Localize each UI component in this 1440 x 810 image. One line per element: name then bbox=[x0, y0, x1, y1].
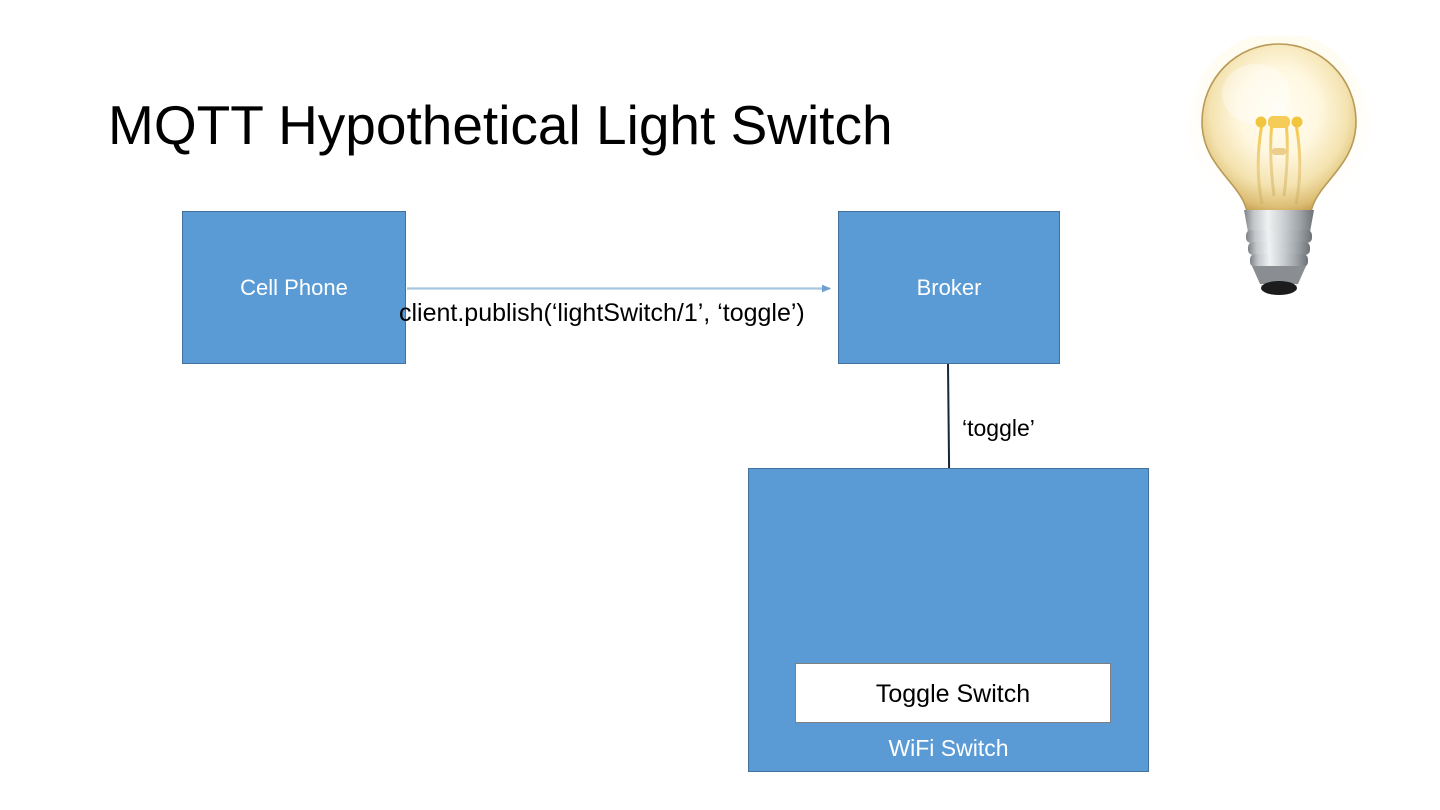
node-broker-label: Broker bbox=[916, 275, 982, 300]
node-broker[interactable]: Broker bbox=[838, 211, 1060, 364]
toggle-switch-control[interactable]: Toggle Switch bbox=[795, 663, 1111, 723]
bulb-filament-tips bbox=[1255, 116, 1303, 155]
bulb-screw-base bbox=[1244, 210, 1314, 295]
node-wifi-switch[interactable]: WiFi Switch bbox=[748, 468, 1149, 772]
edge-label-publish: client.publish(‘lightSwitch/1’, ‘toggle’… bbox=[399, 299, 805, 327]
light-bulb-icon bbox=[1187, 36, 1371, 295]
edge-label-toggle-payload: ‘toggle’ bbox=[962, 415, 1035, 441]
node-cell-phone-label: Cell Phone bbox=[240, 275, 348, 300]
node-wifi-switch-label: WiFi Switch bbox=[888, 735, 1009, 761]
page-title: MQTT Hypothetical Light Switch bbox=[108, 94, 893, 156]
toggle-switch-label: Toggle Switch bbox=[875, 680, 1031, 708]
node-cell-phone[interactable]: Cell Phone bbox=[182, 211, 406, 364]
bulb-highlight bbox=[1222, 64, 1290, 124]
